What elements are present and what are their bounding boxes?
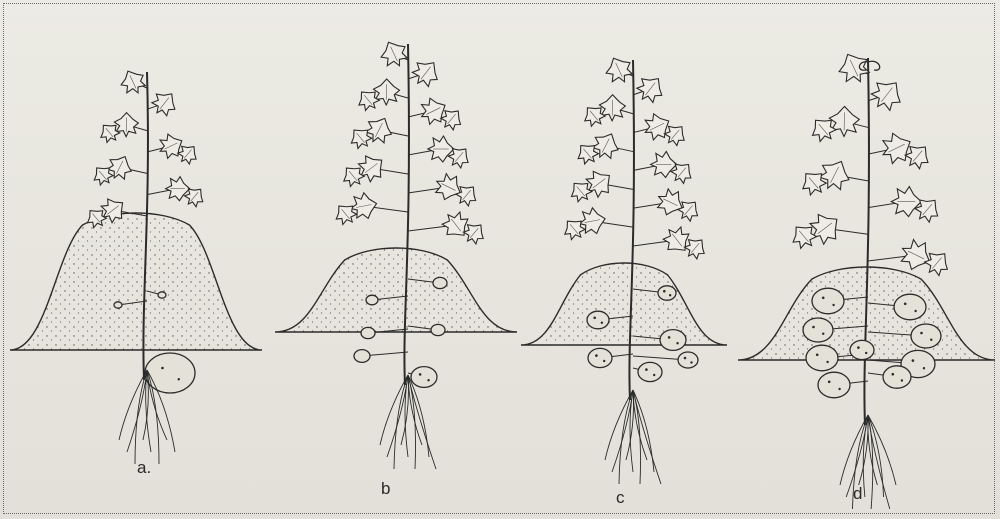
- tuber-eye-d: [822, 297, 825, 300]
- tuber-b: [431, 324, 445, 335]
- tuber-b: [361, 327, 375, 338]
- tuber-b: [366, 295, 378, 305]
- tuber-eye-d: [812, 326, 815, 329]
- stage-a-label: a.: [137, 458, 151, 478]
- tuber-d: [883, 366, 911, 388]
- tuber-eye-d: [826, 361, 828, 363]
- tuber-eye-b: [419, 373, 422, 376]
- stage-d-label: d: [853, 484, 862, 504]
- tuber-eye-a: [161, 367, 164, 370]
- tuber-c: [678, 352, 698, 368]
- tuber-d: [812, 288, 844, 314]
- tuber-c: [638, 362, 662, 381]
- tuber-eye-d: [901, 379, 903, 381]
- tuber-eye-c: [595, 354, 598, 357]
- tuber-a: [158, 292, 166, 298]
- tuber-b: [433, 277, 447, 288]
- stage-c-label: c: [616, 488, 625, 508]
- tuber-eye-d: [920, 332, 923, 335]
- tuber-c: [588, 348, 612, 367]
- tuber-eye-c: [684, 357, 687, 360]
- tuber-b: [411, 367, 437, 388]
- soil-mound-c: [521, 263, 727, 345]
- tuber-eye-d: [865, 352, 867, 354]
- stem-b: [404, 44, 409, 385]
- tuber-a: [145, 353, 195, 393]
- tuber-eye-d: [914, 310, 916, 312]
- tuber-eye-c: [668, 336, 671, 339]
- tuber-d: [818, 372, 850, 398]
- tuber-eye-d: [904, 303, 907, 306]
- tuber-c: [658, 286, 676, 300]
- root-a: [127, 370, 147, 452]
- tuber-eye-c: [603, 360, 605, 362]
- tuber-d: [894, 294, 926, 320]
- tuber-d: [911, 324, 941, 348]
- tuber-b: [354, 350, 370, 363]
- tuber-eye-d: [930, 339, 932, 341]
- tuber-eye-c: [690, 361, 692, 363]
- tuber-c: [660, 330, 686, 351]
- tuber-a: [114, 302, 122, 308]
- root-a: [119, 370, 147, 440]
- tuber-eye-c: [601, 322, 603, 324]
- stage-b-label: b: [381, 479, 390, 499]
- tuber-c: [587, 311, 609, 329]
- tuber-d: [850, 340, 874, 359]
- soil-mound-a: [10, 213, 262, 350]
- tuber-eye-d: [857, 346, 860, 349]
- root-c: [633, 390, 661, 484]
- tuber-eye-d: [828, 381, 831, 384]
- tuber-eye-a: [178, 378, 180, 380]
- root-b: [408, 375, 436, 469]
- tuber-eye-d: [923, 367, 925, 369]
- tuber-eye-c: [593, 317, 596, 320]
- tuber-eye-c: [645, 368, 648, 371]
- tuber-eye-d: [816, 354, 819, 357]
- stem-c: [629, 60, 634, 400]
- tuber-eye-c: [676, 342, 678, 344]
- tuber-eye-c: [663, 290, 666, 293]
- tuber-eye-d: [832, 304, 834, 306]
- tuber-d: [806, 345, 838, 371]
- tuber-eye-d: [912, 359, 915, 362]
- tuber-eye-d: [892, 373, 895, 376]
- tuber-eye-b: [427, 379, 429, 381]
- tuber-d: [803, 318, 833, 342]
- tuber-eye-d: [822, 333, 824, 335]
- tuber-eye-d: [838, 388, 840, 390]
- stem-d: [864, 58, 869, 425]
- soil-mound-b: [275, 248, 517, 332]
- tuber-eye-c: [653, 374, 655, 376]
- tuber-eye-c: [669, 294, 671, 296]
